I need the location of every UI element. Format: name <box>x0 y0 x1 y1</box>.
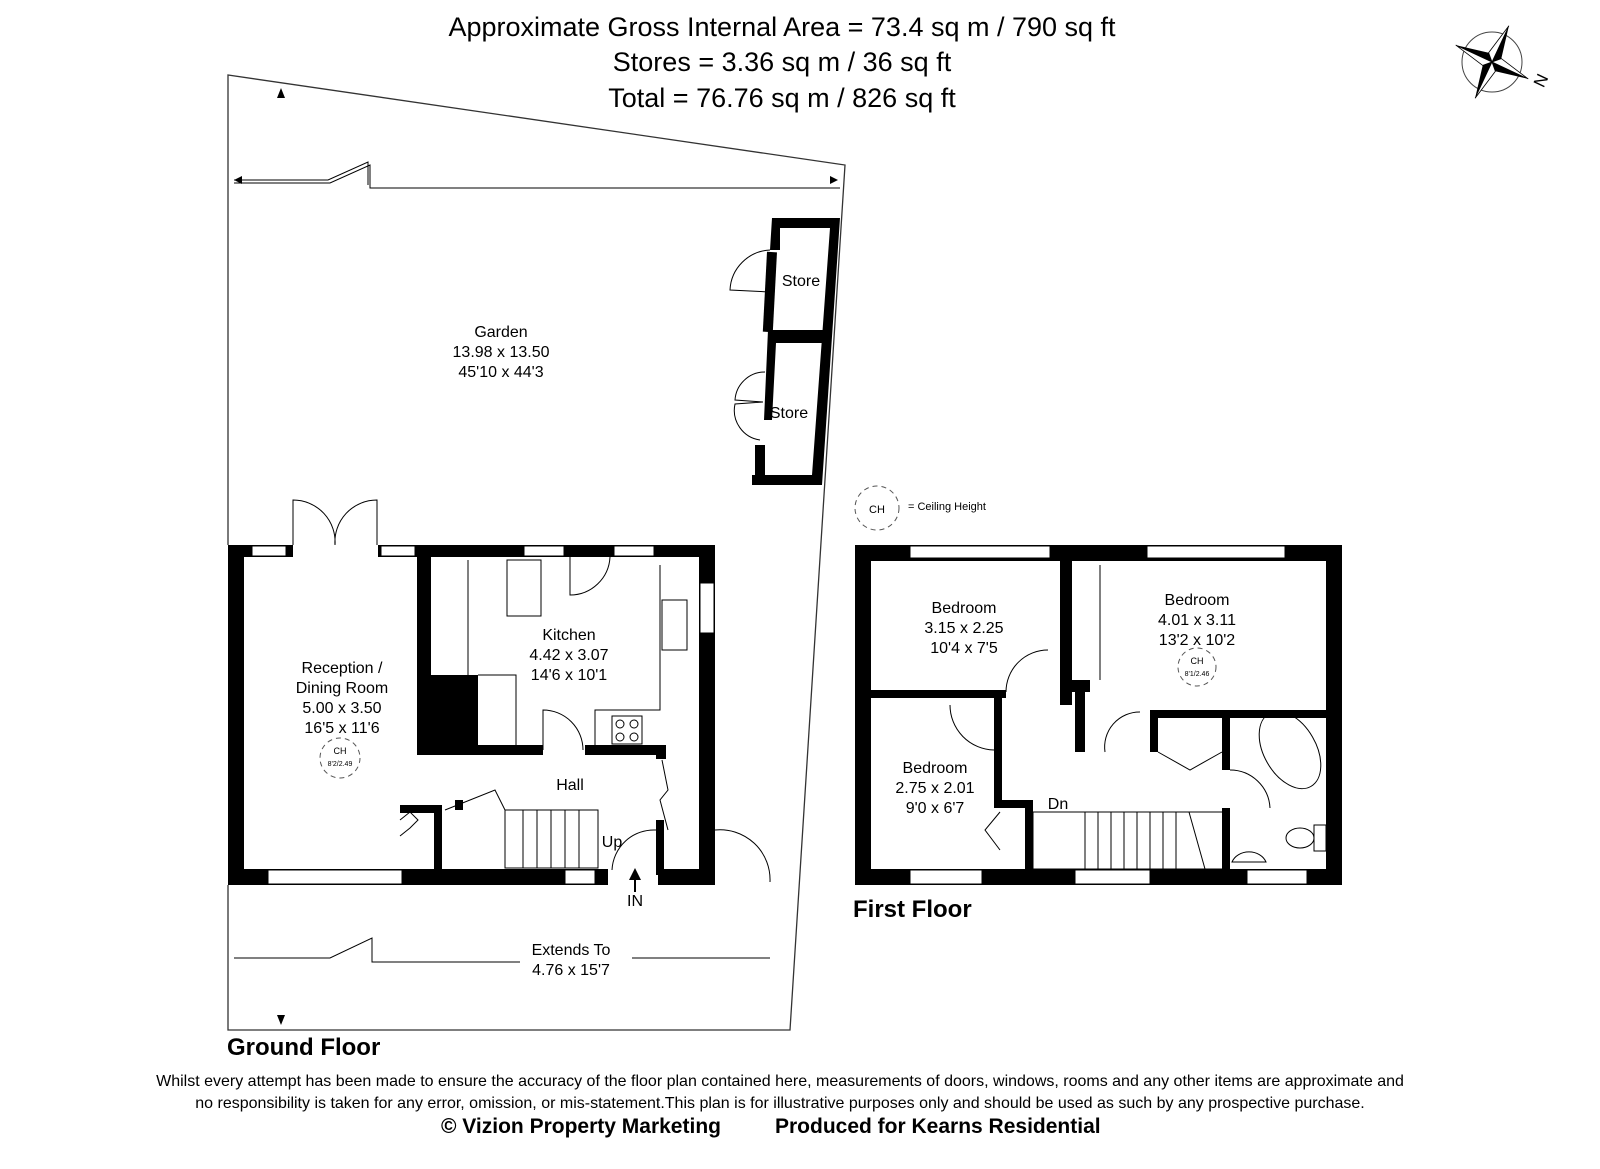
svg-text:Bedroom: Bedroom <box>932 600 997 617</box>
ground-floor-walls <box>228 499 771 892</box>
svg-text:Extends To: Extends To <box>532 942 611 959</box>
svg-text:CH: CH <box>1191 656 1204 666</box>
first-floor-walls <box>855 545 1342 885</box>
area-total: Total = 76.76 sq m / 826 sq ft <box>608 83 956 113</box>
svg-text:8'1/2.46: 8'1/2.46 <box>1185 671 1210 678</box>
compass-north-label: N <box>1530 71 1552 90</box>
store-1-label: Store <box>782 273 820 290</box>
svg-text:5.00 x 3.50: 5.00 x 3.50 <box>302 700 381 717</box>
svg-text:9'0 x 6'7: 9'0 x 6'7 <box>906 800 965 817</box>
ground-floor-title: Ground Floor <box>227 1034 380 1061</box>
hall-label: Hall <box>556 777 584 794</box>
stairs-down-label: Dn <box>1048 796 1068 813</box>
area-gross-internal: Approximate Gross Internal Area = 73.4 s… <box>448 12 1116 42</box>
store-2-label: Store <box>770 405 808 422</box>
svg-text:14'6 x 10'1: 14'6 x 10'1 <box>531 667 607 684</box>
produced-for: Produced for Kearns Residential <box>775 1115 1101 1138</box>
bedroom-3-label: Bedroom 2.75 x 2.01 9'0 x 6'7 <box>895 760 974 817</box>
svg-text:2.75 x 2.01: 2.75 x 2.01 <box>895 780 974 797</box>
svg-text:CH: CH <box>334 746 347 756</box>
disclaimer-line-2: no responsibility is taken for any error… <box>195 1095 1364 1112</box>
svg-text:Kitchen: Kitchen <box>542 627 595 644</box>
svg-text:4.76 x 15'7: 4.76 x 15'7 <box>532 962 610 979</box>
bedroom-1-label: Bedroom 3.15 x 2.25 10'4 x 7'5 <box>924 600 1003 657</box>
garden-label: Garden 13.98 x 13.50 45'10 x 44'3 <box>453 324 550 381</box>
svg-text:= Ceiling Height: = Ceiling Height <box>908 501 986 513</box>
svg-text:45'10 x 44'3: 45'10 x 44'3 <box>458 364 543 381</box>
svg-text:10'4 x 7'5: 10'4 x 7'5 <box>930 640 998 657</box>
svg-text:Garden: Garden <box>474 324 527 341</box>
svg-text:Bedroom: Bedroom <box>903 760 968 777</box>
svg-text:CH: CH <box>869 504 885 516</box>
svg-text:13.98 x 13.50: 13.98 x 13.50 <box>453 344 550 361</box>
stores <box>729 218 840 485</box>
bedroom-2-label: Bedroom 4.01 x 3.11 13'2 x 10'2 <box>1158 592 1236 649</box>
svg-text:4.42 x 3.07: 4.42 x 3.07 <box>529 647 608 664</box>
svg-text:Dining Room: Dining Room <box>296 680 388 697</box>
entrance-label: IN <box>627 893 643 910</box>
disclaimer-line-1: Whilst every attempt has been made to en… <box>156 1073 1404 1090</box>
svg-text:8'2/2.49: 8'2/2.49 <box>328 761 353 768</box>
svg-text:4.01 x 3.11: 4.01 x 3.11 <box>1158 612 1236 629</box>
ceiling-height-legend: CH = Ceiling Height <box>854 485 986 531</box>
kitchen-label: Kitchen 4.42 x 3.07 14'6 x 10'1 <box>529 627 608 684</box>
svg-text:Bedroom: Bedroom <box>1165 592 1230 609</box>
compass-star-icon <box>1455 25 1529 99</box>
ceiling-height-marker: CH 8'1/2.46 <box>1177 647 1217 687</box>
first-floor-title: First Floor <box>853 896 972 923</box>
ceiling-height-marker: CH 8'2/2.49 <box>319 737 361 779</box>
reception-dining-label: Reception / Dining Room 5.00 x 3.50 16'5… <box>296 660 388 737</box>
svg-text:3.15 x 2.25: 3.15 x 2.25 <box>924 620 1003 637</box>
svg-text:16'5 x 11'6: 16'5 x 11'6 <box>304 720 379 737</box>
garden-outline <box>227 74 846 1031</box>
stairs-up-label: Up <box>602 834 623 851</box>
copyright: © Vizion Property Marketing <box>441 1115 721 1138</box>
svg-text:Reception /: Reception / <box>302 660 383 677</box>
extends-to-label: Extends To 4.76 x 15'7 <box>532 942 611 979</box>
svg-text:13'2 x 10'2: 13'2 x 10'2 <box>1159 632 1235 649</box>
area-stores: Stores = 3.36 sq m / 36 sq ft <box>613 47 952 77</box>
